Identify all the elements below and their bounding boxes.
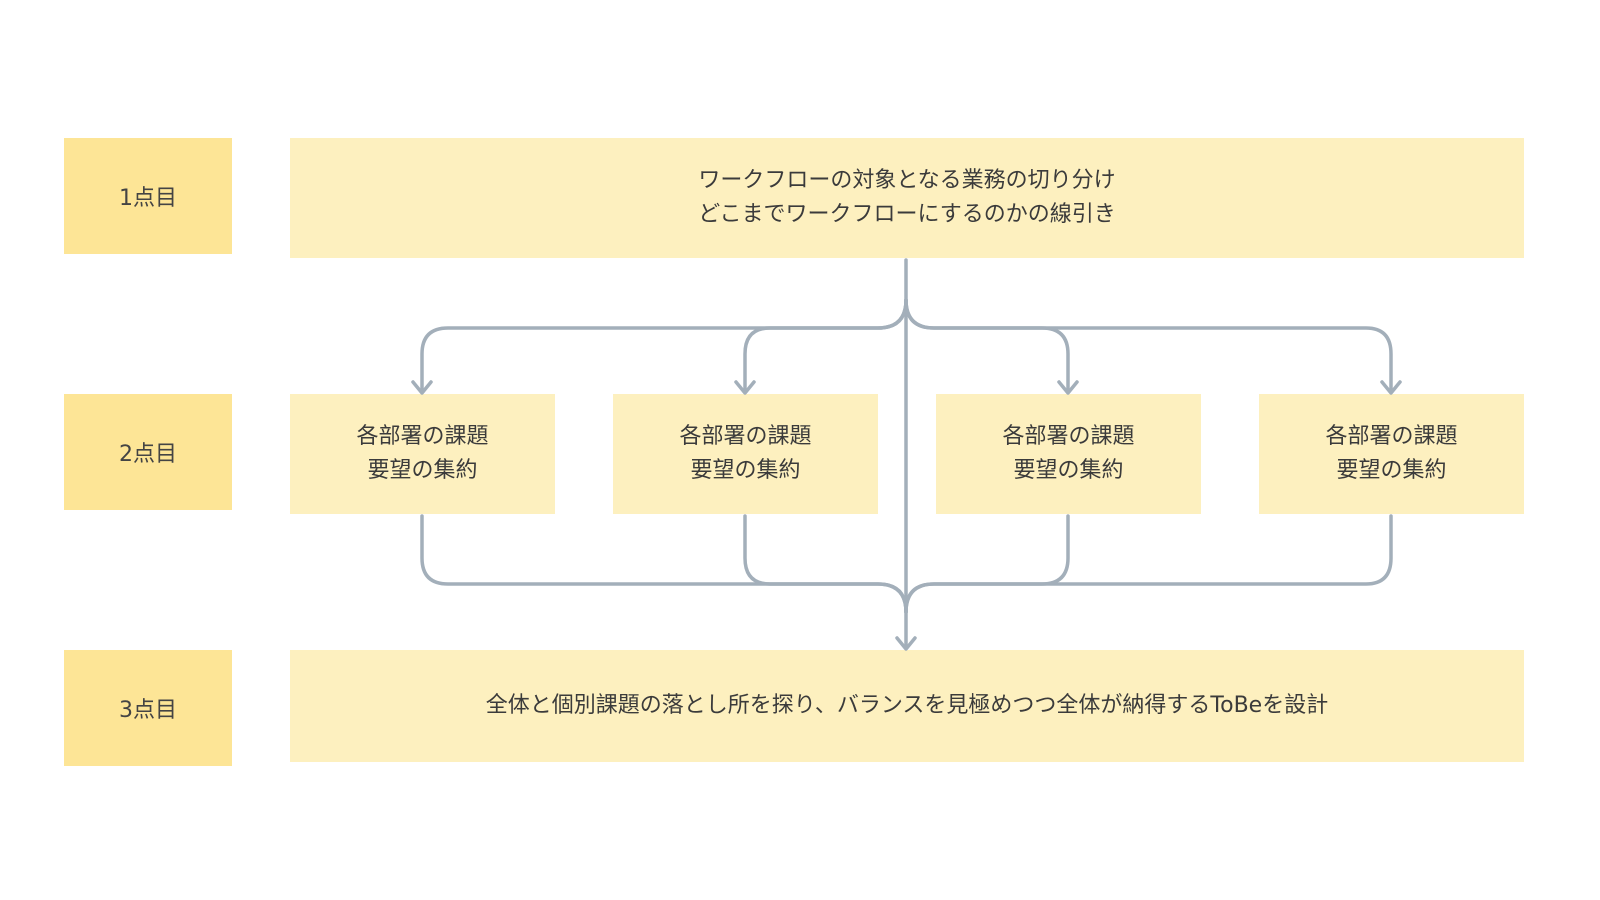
point-2-box-2: 各部署の課題 要望の集約 (613, 394, 878, 514)
arrowhead-box-4 (1380, 380, 1402, 395)
arrowhead-box-2 (734, 380, 756, 395)
point-2-box-4-line-2: 要望の集約 (1336, 458, 1447, 483)
arrowhead-box-3 (1057, 380, 1079, 395)
label-point-3: 3点目 (64, 650, 232, 766)
label-point-2: 2点目 (64, 394, 232, 510)
point-2-box-1-line-1: 各部署の課題 (356, 424, 489, 449)
point-1-box: ワークフローの対象となる業務の切り分け どこまでワークフローにするのかの線引き (290, 138, 1524, 258)
branch-top-3 (904, 298, 1070, 394)
point-2-box-3-line-1: 各部署の課題 (1002, 424, 1135, 449)
point-2-box-1: 各部署の課題 要望の集約 (290, 394, 555, 514)
point-2-box-3-line-2: 要望の集約 (1013, 458, 1124, 483)
point-3-text: 全体と個別課題の落とし所を探り、バランスを見極めつつ全体が納得するToBeを設計 (485, 693, 1329, 718)
branch-bottom-1 (420, 514, 908, 614)
point-2-box-2-line-2: 要望の集約 (690, 458, 801, 483)
label-point-3-text: 3点目 (119, 698, 177, 723)
branch-bottom-4 (904, 514, 1393, 614)
branch-top-1 (420, 298, 908, 394)
arrowhead-box-1 (411, 380, 433, 395)
label-point-2-text: 2点目 (119, 442, 177, 467)
point-2-box-3: 各部署の課題 要望の集約 (936, 394, 1201, 514)
branch-bottom-3 (904, 514, 1070, 614)
branch-bottom-2 (743, 514, 908, 614)
arrowhead-point-3 (895, 636, 917, 651)
point-2-box-4-line-1: 各部署の課題 (1325, 424, 1458, 449)
branch-top-2 (743, 298, 908, 394)
branch-top-4 (904, 298, 1393, 394)
label-point-1: 1点目 (64, 138, 232, 254)
point-1-line-2: どこまでワークフローにするのかの線引き (698, 202, 1116, 227)
point-2-box-4: 各部署の課題 要望の集約 (1259, 394, 1524, 514)
label-point-1-text: 1点目 (119, 186, 177, 211)
point-1-line-1: ワークフローの対象となる業務の切り分け (698, 168, 1116, 193)
point-2-box-2-line-1: 各部署の課題 (679, 424, 812, 449)
point-3-box: 全体と個別課題の落とし所を探り、バランスを見極めつつ全体が納得するToBeを設計 (290, 650, 1524, 762)
point-2-box-1-line-2: 要望の集約 (367, 458, 478, 483)
